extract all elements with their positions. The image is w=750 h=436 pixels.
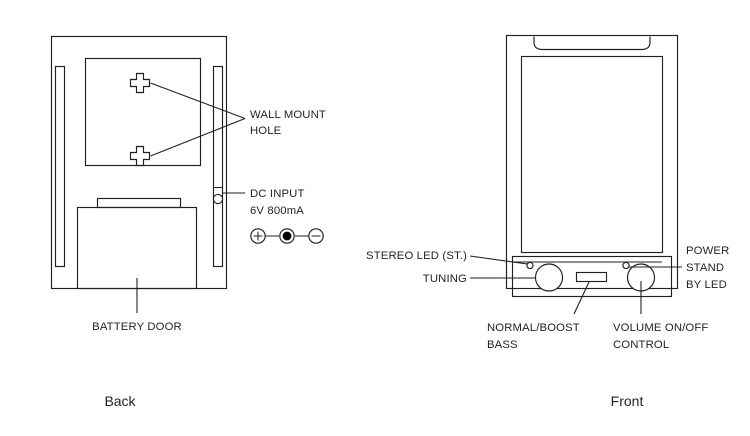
battery-door <box>76 206 198 290</box>
front-body-outline <box>505 34 679 290</box>
stereo-led-leader <box>469 255 528 265</box>
label-battery-door: BATTERY DOOR <box>92 321 182 333</box>
label-dc-input-line2: 6V 800mA <box>250 205 304 217</box>
dc-input-jack <box>212 193 224 205</box>
label-power-standby-line3: BY LED <box>686 279 727 291</box>
caption-back: Back <box>104 393 136 409</box>
tuning-knob[interactable] <box>534 263 564 292</box>
label-volume-control-line2: CONTROL <box>613 339 669 351</box>
bass-switch-leader <box>573 281 590 315</box>
wall-mount-leader-lower <box>150 117 246 157</box>
front-speaker-grille-panel <box>520 55 664 254</box>
label-stereo-led: STEREO LED (ST.) <box>366 250 467 262</box>
front-control-panel <box>511 255 673 298</box>
label-wall-mount-hole-line1: WALL MOUNT <box>250 109 326 121</box>
back-left-side-strip <box>54 65 66 268</box>
label-dc-input-line1: DC INPUT <box>250 188 305 200</box>
caption-front: Front <box>611 393 644 409</box>
polarity-center-dot-icon <box>282 231 292 241</box>
back-right-side-strip <box>212 65 224 268</box>
label-normal-boost-bass-line2: BASS <box>487 339 518 351</box>
wall-mount-leader-upper <box>150 82 246 120</box>
label-volume-control-line1: VOLUME ON/OFF <box>613 322 708 334</box>
label-power-standby-line1: POWER <box>686 245 729 257</box>
wall-mount-hole-upper-icon <box>129 72 151 94</box>
front-top-handle-notch <box>533 36 651 51</box>
power-standby-led-icon <box>622 261 630 270</box>
front-view-group: STEREO LED (ST.) TUNING POWER STAND BY L… <box>366 34 729 409</box>
label-normal-boost-bass-line1: NORMAL/BOOST <box>487 322 580 334</box>
battery-door-tab <box>96 197 182 209</box>
stereo-led-icon <box>526 261 534 270</box>
bass-switch[interactable] <box>575 271 608 283</box>
dc-polarity-symbol-group <box>250 228 324 244</box>
wall-mount-hole-lower-icon <box>129 145 151 167</box>
label-tuning: TUNING <box>423 273 467 285</box>
label-wall-mount-hole-line2: HOLE <box>250 125 282 137</box>
back-view-group: WALL MOUNT HOLE DC INPUT 6V 800mA BATTER… <box>50 35 326 409</box>
label-power-standby-line2: STAND <box>686 262 724 274</box>
